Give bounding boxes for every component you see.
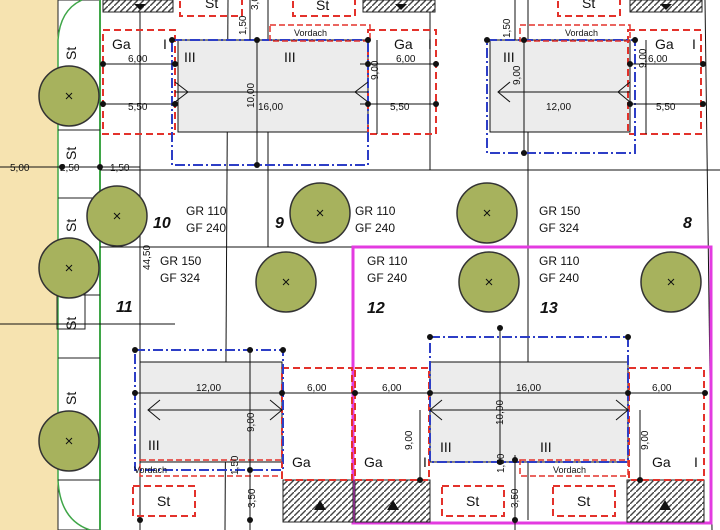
lot-number: 13 [540, 300, 558, 317]
svg-text:GR 150: GR 150 [539, 204, 581, 218]
svg-text:6,00: 6,00 [648, 54, 668, 65]
svg-text:GF 324: GF 324 [160, 271, 200, 285]
svg-text:III: III [148, 437, 160, 453]
svg-text:1,50: 1,50 [238, 15, 249, 35]
garage-label: Ga [394, 36, 413, 52]
parking-label: St [63, 392, 79, 405]
svg-text:GR 110: GR 110 [367, 254, 408, 268]
svg-text:44,50: 44,50 [142, 245, 153, 270]
svg-text:3,50: 3,50 [247, 488, 258, 508]
parking-label: St [63, 147, 79, 160]
parking-label: St [63, 317, 79, 330]
svg-text:9,00: 9,00 [404, 430, 415, 450]
svg-text:3,50: 3,50 [510, 488, 521, 508]
parking-label: St [466, 493, 479, 509]
building-footprints [139, 39, 631, 463]
lot-number: 9 [275, 215, 284, 232]
svg-text:1,50: 1,50 [496, 453, 507, 473]
lot-number: 11 [116, 299, 133, 316]
hatched-blocks [102, 0, 705, 523]
canopy-labels: Vordach Vordach Vordach Vordach [134, 28, 598, 475]
svg-text:GF 324: GF 324 [539, 221, 579, 235]
svg-text:Vordach: Vordach [294, 28, 327, 38]
canopy-outlines [139, 24, 631, 477]
storey-labels: III III III III III III [148, 49, 552, 455]
svg-text:5,50: 5,50 [656, 102, 676, 113]
svg-text:III: III [284, 49, 296, 65]
lot-indices: GR 110 GF 240 GR 110 GF 240 GR 150 GF 32… [160, 204, 581, 285]
svg-text:1,50: 1,50 [230, 455, 241, 475]
svg-text:9,00: 9,00 [370, 60, 381, 80]
svg-text:GR 150: GR 150 [160, 254, 202, 268]
svg-text:III: III [440, 439, 452, 455]
svg-text:9,00: 9,00 [512, 65, 523, 85]
garage-label: Ga [292, 454, 311, 470]
svg-text:16,00: 16,00 [258, 102, 283, 113]
svg-text:10,00: 10,00 [495, 400, 506, 425]
lot-number: 12 [367, 300, 385, 317]
svg-text:GR 110: GR 110 [355, 204, 396, 218]
dimension-labels: 6,00 5,50 6,00 5,50 6,00 5,50 16,00 12,0… [10, 0, 676, 508]
svg-text:5,50: 5,50 [128, 102, 148, 113]
svg-text:6,00: 6,00 [382, 383, 402, 394]
svg-text:III: III [540, 439, 552, 455]
svg-text:Vordach: Vordach [553, 465, 586, 475]
parking-label: St [316, 0, 329, 13]
parking-label: St [577, 493, 590, 509]
svg-text:6,00: 6,00 [396, 54, 416, 65]
lot-number: 8 [683, 215, 692, 232]
svg-text:5,50: 5,50 [390, 102, 410, 113]
garage-label: Ga [652, 454, 671, 470]
svg-text:I: I [428, 36, 432, 52]
svg-text:GF 240: GF 240 [367, 271, 407, 285]
svg-text:9,00: 9,00 [640, 430, 651, 450]
svg-text:3,00: 3,00 [250, 0, 261, 10]
lot-numbers: 10 9 8 11 12 13 [116, 215, 692, 317]
svg-text:I: I [692, 36, 696, 52]
svg-text:10,00: 10,00 [246, 83, 257, 108]
svg-text:Vordach: Vordach [565, 28, 598, 38]
dimension-points [59, 37, 708, 523]
garage-label: Ga [364, 454, 383, 470]
svg-text:III: III [184, 49, 196, 65]
sidewalk-parking-labels: St St St St St [63, 47, 79, 405]
parking-label: St [63, 47, 79, 60]
garage-label: Ga [112, 36, 131, 52]
svg-text:6,00: 6,00 [128, 54, 148, 65]
garage-label: Ga [655, 36, 674, 52]
svg-text:GR 110: GR 110 [539, 254, 580, 268]
svg-text:12,00: 12,00 [546, 102, 571, 113]
svg-text:I: I [694, 454, 698, 470]
parking-label: St [205, 0, 218, 11]
svg-text:GF 240: GF 240 [539, 271, 579, 285]
svg-text:I: I [423, 454, 427, 470]
svg-text:Vordach: Vordach [134, 465, 167, 475]
svg-text:1,50: 1,50 [502, 18, 513, 38]
lot-number: 10 [153, 215, 171, 232]
svg-text:16,00: 16,00 [516, 383, 541, 394]
svg-text:6,00: 6,00 [307, 383, 327, 394]
svg-text:GF 240: GF 240 [355, 221, 395, 235]
svg-text:I: I [163, 36, 167, 52]
svg-text:1,50: 1,50 [110, 163, 130, 174]
svg-text:5,00: 5,00 [10, 163, 30, 174]
highlighted-lots-frame [351, 245, 713, 525]
svg-text:9,00: 9,00 [638, 48, 649, 68]
tree-center-marks [65, 92, 675, 445]
parking-box-labels: St St St St St St [157, 0, 595, 509]
parking-label: St [582, 0, 595, 11]
garage-labels: Ga Ga Ga Ga Ga Ga I I I I I [112, 36, 698, 470]
dimension-lines [0, 0, 705, 530]
parking-label: St [157, 493, 170, 509]
svg-text:III: III [503, 49, 515, 65]
svg-text:GF 240: GF 240 [186, 221, 226, 235]
svg-text:2,50: 2,50 [60, 163, 80, 174]
svg-text:GR 110: GR 110 [186, 204, 227, 218]
svg-text:6,00: 6,00 [652, 383, 672, 394]
svg-text:9,00: 9,00 [246, 412, 257, 432]
svg-text:12,00: 12,00 [196, 383, 221, 394]
parking-label: St [63, 219, 79, 232]
